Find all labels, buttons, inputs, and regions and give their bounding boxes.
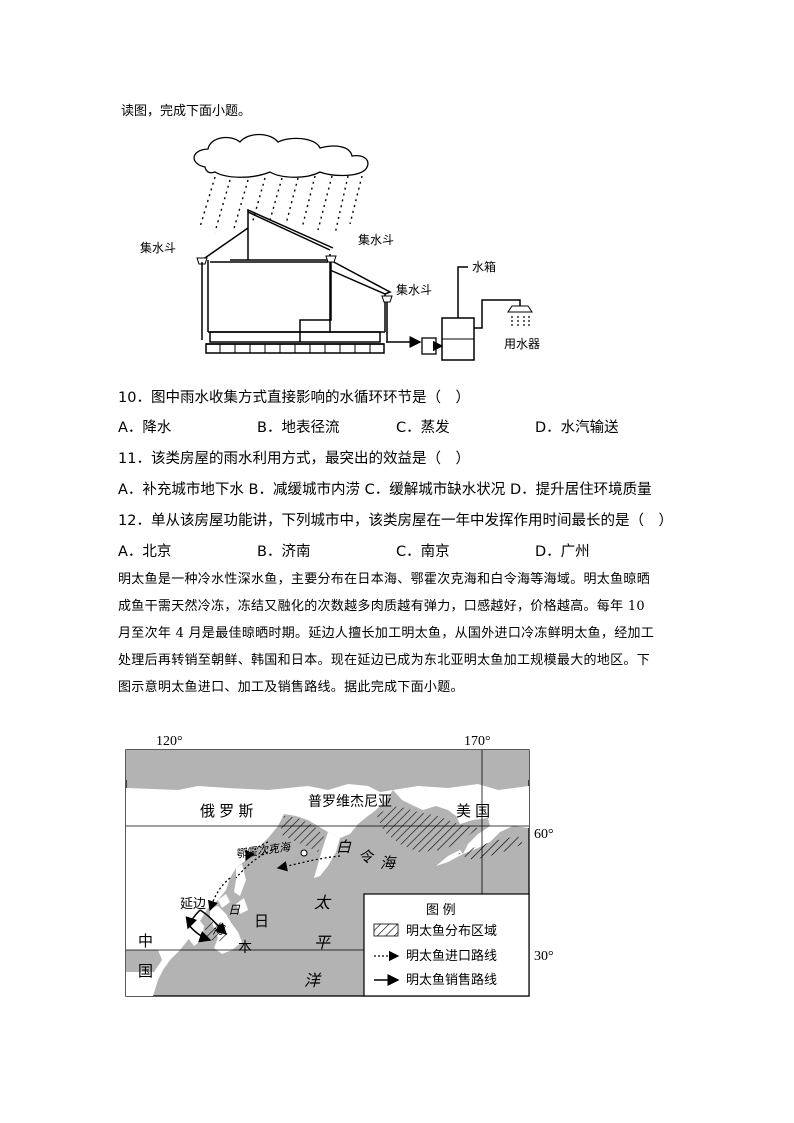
land-asia	[126, 784, 393, 996]
lat-30: 30°	[534, 949, 554, 964]
label-china-2: 国	[138, 963, 153, 980]
label-bering-3: 海	[380, 855, 397, 872]
label-collector-top: 集水斗	[358, 232, 394, 247]
legend-title: 图 例	[426, 902, 456, 917]
question-12-option-a: A．北京	[118, 544, 172, 560]
label-japan-sea-2: 海	[212, 923, 226, 937]
label-bering-2: 令	[358, 849, 375, 866]
import-route-bering	[276, 855, 341, 872]
passage-line: 月至次年 4 月是最佳晾晒时期。延边人擅长加工明太鱼，从国外进口冷冻鲜明太鱼，经…	[118, 626, 655, 641]
label-pacific-2: 平	[314, 935, 332, 952]
import-route-okhotsk	[235, 847, 277, 879]
label-tank: 水箱	[472, 259, 496, 274]
rain-drops	[199, 175, 363, 235]
lat-60: 60°	[534, 827, 554, 842]
lon-120: 120°	[156, 734, 183, 749]
label-bering-1: 白	[336, 839, 352, 856]
cloud-icon	[193, 133, 369, 178]
label-japan-1: 日	[254, 913, 269, 930]
passage-line: 图示意明太鱼进口、加工及销售路线。据此完成下面小题。	[118, 680, 464, 695]
map-legend: 图 例 明太鱼分布区域 明太鱼进口路线 明太鱼销售路线	[363, 893, 530, 997]
legend-import: 明太鱼进口路线	[406, 948, 497, 963]
label-appliance: 用水器	[504, 337, 540, 351]
legend-sales: 明太鱼销售路线	[406, 972, 497, 987]
label-japan-sea-1: 日	[228, 903, 241, 917]
question-11-stem: 11．该类房屋的雨水利用方式，最突出的效益是（ ）	[118, 451, 470, 467]
shower-icon	[507, 305, 533, 313]
question-11-options-abc: A．补充城市地下水 B．减缓城市内涝 C．缓解城市缺水状况	[118, 482, 506, 498]
legend-hatch-icon	[373, 923, 399, 937]
distribution-alaska	[458, 836, 523, 860]
rainwater-house-diagram: 集水斗 集水斗 集水斗 水箱 用水器	[140, 133, 540, 361]
passage: 明太鱼是一种冷水性深水鱼，主要分布在日本海、鄂霍次克海和白令海等海域。明太鱼晾晒…	[118, 566, 678, 701]
label-japan-2: 本	[238, 939, 252, 955]
question-10-option-a: A．降水	[118, 420, 172, 436]
distribution-okhotsk	[280, 816, 324, 852]
distribution-bering	[376, 806, 478, 852]
label-china-1: 中	[138, 933, 153, 950]
pollock-route-map: 120° 170° 60° 30° 俄 罗 斯 普罗	[125, 734, 554, 997]
label-usa: 美 国	[456, 803, 490, 820]
legend-distribution: 明太鱼分布区域	[406, 923, 497, 938]
question-10-option-c: C．蒸发	[396, 420, 450, 436]
question-12-option-c: C．南京	[396, 544, 450, 560]
question-12-stem: 12．单从该房屋功能讲，下列城市中，该类房屋在一年中发挥作用时间最长的是（ ）	[118, 513, 673, 529]
question-11-option-d: D．提升居住环境质量	[510, 482, 652, 498]
sales-route-korea	[185, 909, 201, 930]
label-pacific-3: 洋	[304, 972, 322, 990]
passage-line: 明太鱼是一种冷水性深水鱼，主要分布在日本海、鄂霍次克海和白令海等海域。明太鱼晾晒	[118, 572, 651, 587]
lon-170: 170°	[464, 734, 491, 749]
passage-line: 处理后再转销至朝鲜、韩国和日本。现在延边已成为东北亚明太鱼加工规模最大的地区。下	[118, 653, 651, 668]
question-10-stem: 10．图中雨水收集方式直接影响的水循环环节是（ ）	[118, 390, 470, 406]
collector-top-icon	[325, 255, 337, 263]
question-12-option-d: D．广州	[535, 544, 590, 560]
question-10-option-d: D．水汽输送	[535, 420, 619, 436]
collector-left-icon	[196, 257, 208, 265]
label-provideniya: 普罗维杰尼亚	[308, 793, 392, 809]
label-pacific-1: 太	[314, 894, 332, 912]
sales-route-japan	[199, 909, 228, 936]
question-12-option-b: B．济南	[257, 544, 311, 560]
label-russia: 俄 罗 斯	[200, 803, 253, 820]
land-alaska	[393, 784, 529, 854]
intro-text: 读图，完成下面小题。	[121, 104, 252, 119]
question-10-option-b: B．地表径流	[257, 420, 340, 436]
collector-right-icon	[381, 295, 393, 303]
land-kamchatka	[314, 832, 340, 878]
label-collector-left: 集水斗	[140, 240, 176, 255]
passage-line: 成鱼干需天然冷冻，冻结又融化的次数越多肉质越有弹力，口感越好，价格越高。每年 1…	[118, 599, 645, 614]
house	[201, 208, 392, 354]
label-collector-right: 集水斗	[396, 282, 432, 297]
land-north	[126, 750, 529, 788]
label-yanbian: 延边	[180, 896, 206, 911]
